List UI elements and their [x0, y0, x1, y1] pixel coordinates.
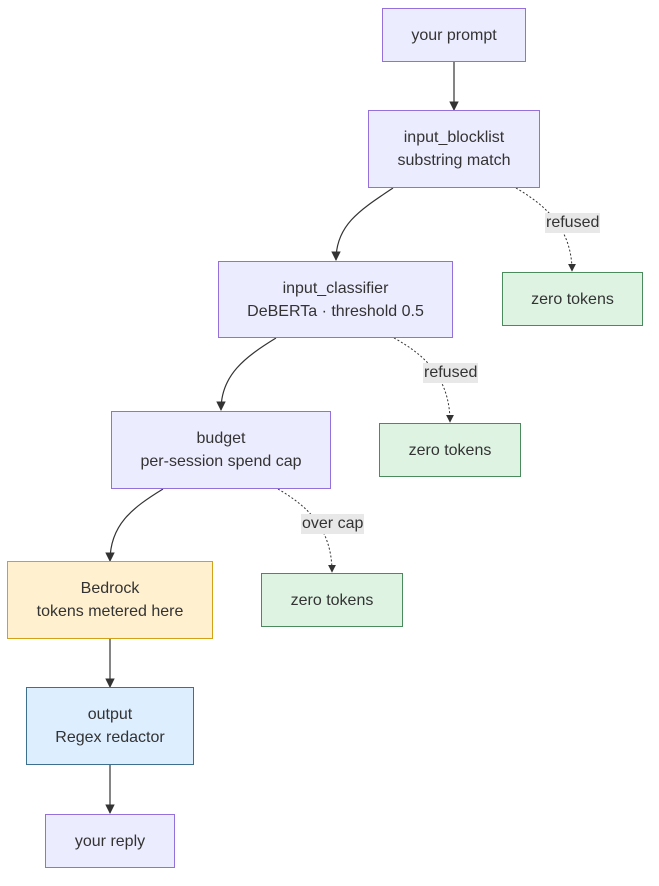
node-zero-tokens-1-label: zero tokens — [531, 290, 614, 308]
node-budget-subtitle: per-session spend cap — [140, 453, 302, 470]
edge-budget-to-bedrock — [105, 488, 164, 562]
node-input-blocklist-subtitle: substring match — [397, 152, 511, 169]
node-bedrock: Bedrock tokens metered here — [7, 561, 213, 639]
node-output-title: output — [87, 706, 133, 723]
node-input-blocklist-title: input_blocklist — [403, 129, 505, 146]
node-your-reply-label: your reply — [74, 832, 146, 850]
node-bedrock-subtitle: tokens metered here — [36, 603, 184, 620]
node-your-reply: your reply — [45, 814, 175, 868]
node-input-classifier-subtitle: DeBERTa · threshold 0.5 — [247, 302, 424, 320]
node-input-blocklist: input_blocklist substring match — [368, 110, 540, 188]
node-zero-tokens-2: zero tokens — [379, 423, 521, 477]
node-output-subtitle: Regex redactor — [55, 729, 165, 746]
edge-label-budget-over-cap: over cap — [301, 514, 365, 534]
edge-label-classifier-refused: refused — [423, 363, 479, 383]
node-zero-tokens-2-label: zero tokens — [408, 441, 492, 459]
edge-blocklist-refused — [515, 187, 576, 272]
edge-blocklist-to-classifier — [331, 187, 394, 261]
edge-classifier-to-budget — [216, 337, 277, 411]
edge-label-blocklist-refused: refused — [545, 213, 601, 233]
node-bedrock-title: Bedrock — [80, 580, 140, 597]
node-zero-tokens-3-label: zero tokens — [290, 591, 374, 609]
node-budget: budget per-session spend cap — [111, 411, 331, 489]
node-your-prompt-label: your prompt — [411, 26, 497, 44]
node-zero-tokens-1: zero tokens — [502, 272, 643, 326]
node-input-classifier-title: input_classifier — [282, 279, 389, 297]
node-your-prompt: your prompt — [382, 8, 526, 62]
node-budget-title: budget — [196, 430, 246, 447]
node-input-classifier: input_classifier DeBERTa · threshold 0.5 — [218, 261, 453, 338]
node-zero-tokens-3: zero tokens — [261, 573, 403, 627]
node-output: output Regex redactor — [26, 687, 194, 765]
edge-classifier-refused — [393, 337, 454, 423]
